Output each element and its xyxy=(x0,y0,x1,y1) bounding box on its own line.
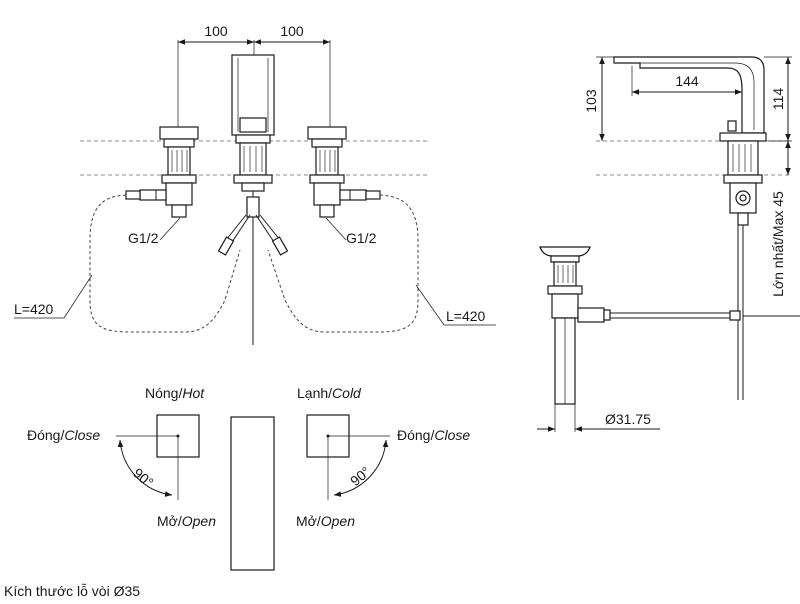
spacing-right-label: 100 xyxy=(280,23,304,39)
hot-label: Nóng/Hot xyxy=(145,385,205,401)
max-thickness-label: Lớn nhất/Max 45 xyxy=(770,191,786,297)
hot-valve-body xyxy=(125,126,199,218)
angle-right-label: 90° xyxy=(347,463,374,489)
side-dimensions: 103 144 114 Lớn nhất/Max 45 xyxy=(583,56,792,297)
spout-height-label: 103 xyxy=(583,89,599,113)
open-left-label: Mở/Open xyxy=(157,513,216,529)
spacing-dimension: 100 100 xyxy=(177,23,331,130)
hose-length-left-label: L=420 xyxy=(14,301,54,317)
hose-length-right-label: L=420 xyxy=(446,308,486,324)
open-right-label: Mở/Open xyxy=(296,513,355,529)
front-view: 100 100 xyxy=(14,23,496,345)
close-left-label: Đóng/Close xyxy=(27,427,100,443)
center-spout xyxy=(217,54,289,345)
thread-left-label: G1/2 xyxy=(128,230,159,246)
handle-rotation-diagram: Nóng/Hot 90° Đóng/Close Mở/Open Lạnh/Col… xyxy=(27,385,470,571)
cold-label: Lạnh/Cold xyxy=(297,385,362,401)
cold-valve-body xyxy=(307,126,381,218)
drain-diameter-label: Ø31.75 xyxy=(605,411,651,427)
side-view: 103 144 114 Lớn nhất/Max 45 xyxy=(537,56,800,432)
total-height-label: 114 xyxy=(770,88,786,111)
side-spout xyxy=(613,56,765,134)
spout-reach-label: 144 xyxy=(675,73,699,89)
close-right-label: Đóng/Close xyxy=(397,427,470,443)
thread-right-label: G1/2 xyxy=(346,230,377,246)
footnote: Kích thước lỗ vòi Ø35 xyxy=(4,583,140,599)
pop-up-drain xyxy=(539,246,800,432)
cold-hose xyxy=(267,194,419,333)
hot-hose xyxy=(89,194,241,333)
spout-top-view xyxy=(230,416,275,571)
angle-left-label: 90° xyxy=(130,465,157,491)
spacing-left-label: 100 xyxy=(204,23,228,39)
